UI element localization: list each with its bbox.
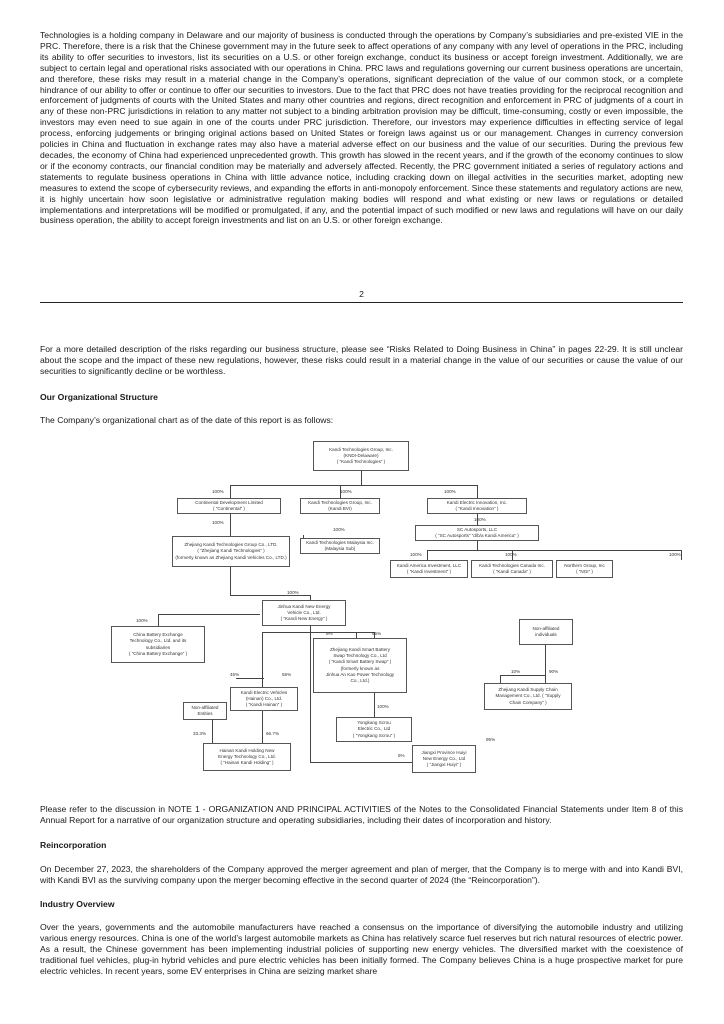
paragraph-chart-intro: The Company’s organizational chart as of… <box>40 415 334 425</box>
pct-kandi-canada: 100% <box>505 552 517 557</box>
org-box-zhejiang-kandi: Zhejiang Kandi Technologies Group Co., L… <box>172 536 290 567</box>
pct-kandi-bvi: 100% <box>340 489 352 494</box>
pct-hainan-b: 55% <box>282 672 292 677</box>
pct-continental: 100% <box>212 489 224 494</box>
pct-northern-group: 100% <box>669 552 681 557</box>
pct-china-battery: 100% <box>136 618 148 623</box>
pct-smart-battery-b: 95% <box>372 631 382 636</box>
pct-holding-a: 33.3% <box>193 731 207 736</box>
pct-zhejiang-kandi: 100% <box>212 520 224 525</box>
org-box-kandi-hainan: Kandi Electric Vehicles(Hainan) Co., Ltd… <box>230 687 298 711</box>
pct-jinhua-new-energy: 100% <box>287 590 299 595</box>
paragraph-industry-overview: Over the years, governments and the auto… <box>40 922 683 976</box>
pct-kandi-america-investment: 100% <box>410 552 422 557</box>
paragraph-reincorporation: On December 27, 2023, the shareholders o… <box>40 864 683 885</box>
org-box-kandi-technologies: Kandi Technologies Group, Inc.(KNDI-Dela… <box>313 441 409 471</box>
pct-huiyi-a: 5% <box>398 753 405 758</box>
pct-kandi-innovation: 100% <box>444 489 456 494</box>
pct-hainan-a: 45% <box>230 672 240 677</box>
pct-yongkang: 100% <box>377 704 389 709</box>
org-box-kandi-canada: Kandi Technologies Canada Inc.( “Kandi C… <box>471 560 553 578</box>
org-box-kandi-america-investment: Kandi America Investment, LLC( “Kandi In… <box>390 560 468 578</box>
paragraph-risk-reference: For a more detailed description of the r… <box>40 344 683 376</box>
pct-supply-a: 10% <box>511 669 521 674</box>
pct-kandi-malaysia: 100% <box>333 527 345 532</box>
org-box-continental: Continental Development Limited( “Contin… <box>177 498 281 514</box>
org-box-kandi-bvi: Kandi Technologies Group, Inc.(Kandi BVI… <box>300 498 380 514</box>
pct-sc-autosports: 100% <box>474 517 486 522</box>
pct-holding-b: 66.7% <box>266 731 280 736</box>
heading-reincorporation: Reincorporation <box>40 840 107 850</box>
org-box-kandi-malaysia: Kandi Technologies Malaysia Inc.(Malaysi… <box>300 538 380 554</box>
pct-huiyi-b: 95% <box>486 737 496 742</box>
paragraph-risk-intro: Technologies is a holding company in Del… <box>40 30 683 226</box>
org-box-sc-autosports: SC Autosports, LLC( “SC Autosports” “d/b… <box>415 525 539 541</box>
page-number: 2 <box>359 289 364 299</box>
paragraph-note-reference: Please refer to the discussion in NOTE 1… <box>40 804 683 825</box>
heading-industry-overview: Industry Overview <box>40 899 115 909</box>
org-box-kandi-innovation: Kandi Electric Innovation, Inc.( “Kandi … <box>427 498 527 514</box>
heading-organizational-structure: Our Organizational Structure <box>40 392 158 402</box>
pct-smart-battery-a: 5% <box>326 631 333 636</box>
pct-supply-b: 90% <box>549 669 559 674</box>
org-box-northern-group: Northern Group, Inc( “NGI” ) <box>556 560 613 578</box>
page-divider <box>40 302 683 303</box>
